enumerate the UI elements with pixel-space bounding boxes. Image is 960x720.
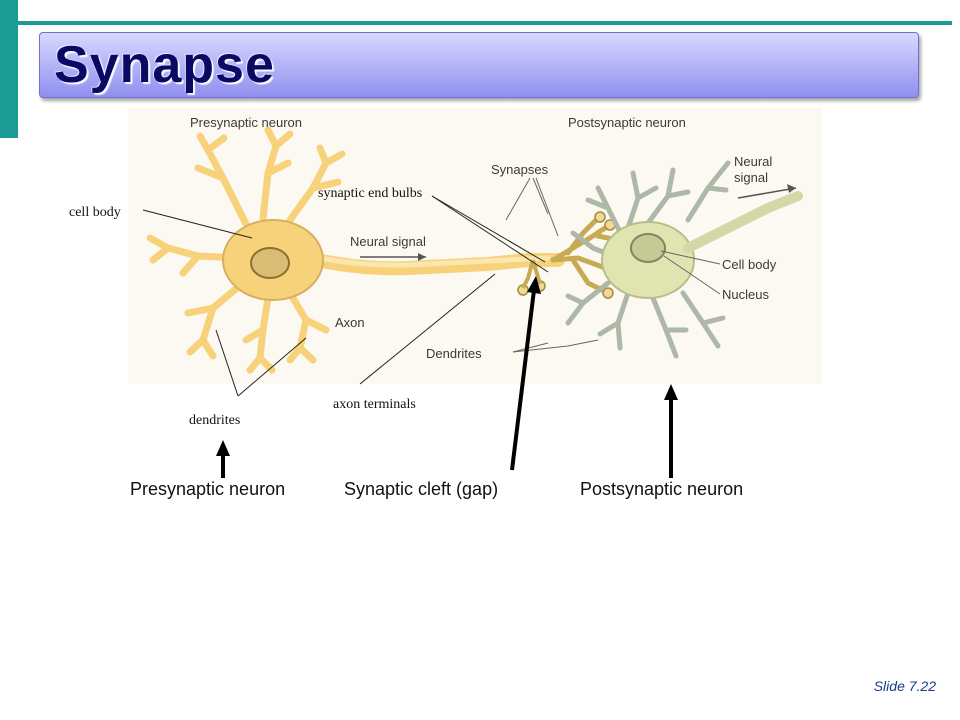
- caption-synaptic-cleft: Synaptic cleft (gap): [344, 479, 499, 499]
- annotation-leader-lines: [142, 195, 549, 397]
- dendrites-leader-2: [237, 337, 307, 397]
- dendrites-leader-1: [215, 329, 239, 397]
- neuron-illustration: Presynaptic neuron Postsynaptic neuron S…: [128, 108, 822, 384]
- figure-label-presynaptic: Presynaptic neuron: [190, 115, 302, 130]
- figure-label-neural-signal-axon: Neural signal: [350, 234, 426, 249]
- figure-label-cell-body: Cell body: [722, 257, 777, 272]
- presynaptic-dendrites: [146, 126, 346, 374]
- slide-title: Synapse: [54, 36, 275, 94]
- arrowhead-presynaptic: [216, 440, 230, 456]
- figure-label-synapses: Synapses: [491, 162, 549, 177]
- caption-presynaptic-neuron: Presynaptic neuron: [130, 479, 286, 499]
- axon-highlight: [315, 255, 551, 268]
- postsynaptic-axon: [683, 191, 803, 253]
- presynaptic-nucleus: [250, 247, 290, 279]
- annotation-synaptic-end-bulbs: synaptic end bulbs: [318, 186, 423, 201]
- arrowhead-synaptic-cleft: [527, 276, 541, 294]
- lower-terminal-branches: [521, 259, 542, 289]
- figure-label-neural-signal-right-2: signal: [734, 170, 768, 185]
- figure-label-postsynaptic: Postsynaptic neuron: [568, 115, 686, 130]
- annotation-dendrites: dendrites: [189, 413, 241, 428]
- end-bulbs-leader-1: [431, 195, 546, 263]
- figure-leader-lines: [505, 177, 721, 353]
- annotation-cell-body: cell body: [69, 205, 121, 220]
- left-accent-bar: [0, 0, 18, 138]
- arrow-synaptic-cleft: [510, 289, 536, 471]
- neural-signal-arrowhead-right: [787, 184, 796, 193]
- caption-postsynaptic-neuron: Postsynaptic neuron: [580, 479, 744, 499]
- neural-signal-arrowhead-axon: [418, 253, 426, 261]
- top-accent-line: [18, 21, 952, 25]
- end-bulbs-leader-2: [431, 195, 549, 273]
- title-banner: Synapse: [39, 32, 919, 98]
- neuron-figure: Presynaptic neuron Postsynaptic neuron S…: [128, 108, 822, 384]
- caption-arrows: [216, 276, 678, 478]
- slide-number: Slide 7.22: [873, 678, 936, 694]
- cell-body-leader: [142, 209, 253, 239]
- figure-label-axon: Axon: [335, 315, 365, 330]
- postsynaptic-dendrites: [565, 160, 731, 359]
- arrowhead-postsynaptic: [664, 384, 678, 400]
- postsynaptic-nucleus: [630, 233, 666, 263]
- annotation-axon-terminals: axon terminals: [333, 397, 416, 412]
- figure-label-dendrites: Dendrites: [426, 346, 482, 361]
- figure-label-nucleus: Nucleus: [722, 287, 769, 302]
- neural-signal-arrow-right: [737, 187, 797, 199]
- axon-terminals-leader: [359, 273, 496, 385]
- figure-label-neural-signal-right-1: Neural: [734, 154, 772, 169]
